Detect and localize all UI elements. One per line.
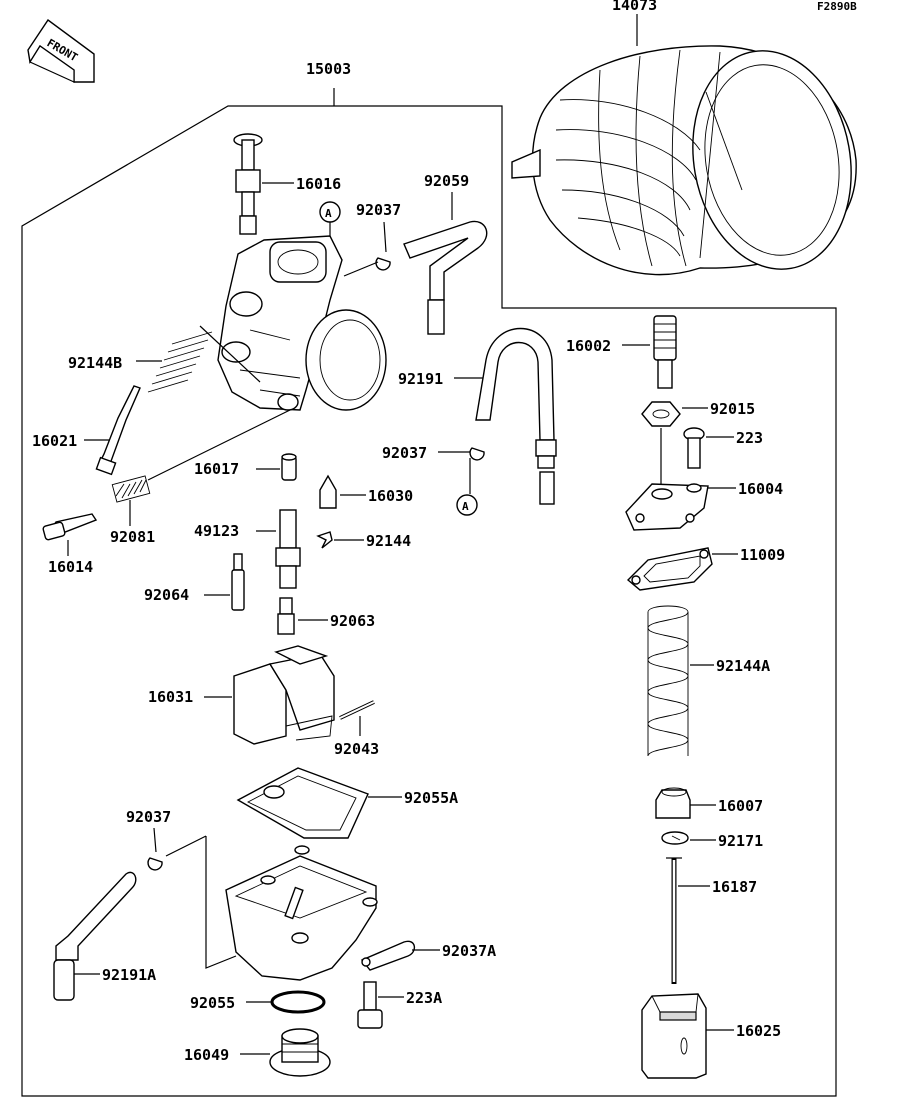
screw-223a: 223A [357, 981, 442, 1029]
figure-code: F2890B [817, 0, 857, 13]
nut-92015: 92015 [641, 400, 755, 427]
label-92081: 92081 [110, 528, 155, 546]
needle-16187: 16187 [666, 857, 757, 984]
pin-92043: 92043 [334, 700, 379, 758]
gasket-92055a: 92055A [236, 767, 458, 839]
hose-92191a: 92191A [53, 871, 156, 1001]
hose-92191: 92191 [398, 327, 557, 505]
label-16002: 16002 [566, 337, 611, 355]
label-92144b: 92144B [68, 354, 122, 372]
label-92171: 92171 [718, 832, 763, 850]
screw-16021: 16021 [32, 385, 141, 476]
jet-92063: 92063 [277, 597, 375, 635]
label-11009: 11009 [740, 546, 785, 564]
label-92037a: 92037A [442, 942, 496, 960]
label-92144: 92144 [366, 532, 411, 550]
holder-16007: 16007 [655, 787, 763, 819]
spring-92144a: 92144A [647, 605, 770, 757]
label-223a: 223A [406, 989, 442, 1007]
label-49123: 49123 [194, 522, 239, 540]
cover-16004: 16004 [625, 428, 783, 531]
label-16021: 16021 [32, 432, 77, 450]
label-16187: 16187 [712, 878, 757, 896]
spring-92081: 92081 [110, 409, 291, 546]
float-bowl [225, 845, 378, 981]
clip-92037-middle: 92037 A [382, 444, 485, 516]
hose-92059: 92059 [403, 172, 488, 335]
label-16025: 16025 [736, 1022, 781, 1040]
gasket-11009: 11009 [626, 546, 785, 591]
label-16017: 16017 [194, 460, 239, 478]
screw-16014: 16014 [42, 513, 98, 576]
label-92015: 92015 [710, 400, 755, 418]
screw-223: 223 [683, 427, 763, 469]
clip-92037-lower: 92037 [126, 808, 237, 969]
clip-92171: 92171 [661, 831, 763, 850]
label-92055a: 92055A [404, 789, 458, 807]
label-92037-middle: 92037 [382, 444, 427, 462]
label-92043: 92043 [334, 740, 379, 758]
label-15003: 15003 [306, 60, 351, 78]
label-16030: 16030 [368, 487, 413, 505]
assembly-boundary [21, 88, 837, 1097]
float-16031: 16031 [148, 645, 335, 745]
label-92037-lower: 92037 [126, 808, 171, 826]
plug-16049: 16049 [184, 1028, 331, 1077]
label-92064: 92064 [144, 586, 189, 604]
label-16049: 16049 [184, 1046, 229, 1064]
label-14073: 14073 [612, 0, 657, 14]
callout-a-top: A [319, 201, 341, 244]
air-cleaner: 14073 [511, 0, 857, 276]
label-92037-top: 92037 [356, 201, 401, 219]
carburetor-body [217, 235, 387, 411]
cap-16002: 16002 [566, 315, 677, 389]
label-223: 223 [736, 429, 763, 447]
pilot-screw-assy-16016: 16016 [233, 133, 341, 235]
label-92144a: 92144A [716, 657, 770, 675]
jet-16017: 16017 [194, 453, 297, 481]
label-92055: 92055 [190, 994, 235, 1012]
clip-92144: 92144 [316, 531, 411, 550]
oring-92055: 92055 [190, 990, 326, 1014]
label-16004: 16004 [738, 480, 783, 498]
label-16016: 16016 [296, 175, 341, 193]
clip-92037-top: 92037 [343, 201, 401, 277]
label-16007: 16007 [718, 797, 763, 815]
front-arrow-icon: FRONT [27, 19, 95, 83]
spring-92144b: 92144B [68, 325, 261, 393]
valve-16030: 16030 [319, 474, 413, 509]
callout-a-lower: A [462, 500, 469, 513]
throttle-valve-16025: 16025 [641, 993, 781, 1079]
label-92191a: 92191A [102, 966, 156, 984]
label-16014: 16014 [48, 558, 93, 576]
label-92191: 92191 [398, 370, 443, 388]
svg-text:A: A [325, 207, 332, 220]
jet-92064: 92064 [144, 553, 245, 611]
label-92059: 92059 [424, 172, 469, 190]
plate-92037a: 92037A [360, 940, 496, 971]
needle-jet-49123: 49123 [194, 509, 301, 589]
label-92063: 92063 [330, 612, 375, 630]
label-16031: 16031 [148, 688, 193, 706]
